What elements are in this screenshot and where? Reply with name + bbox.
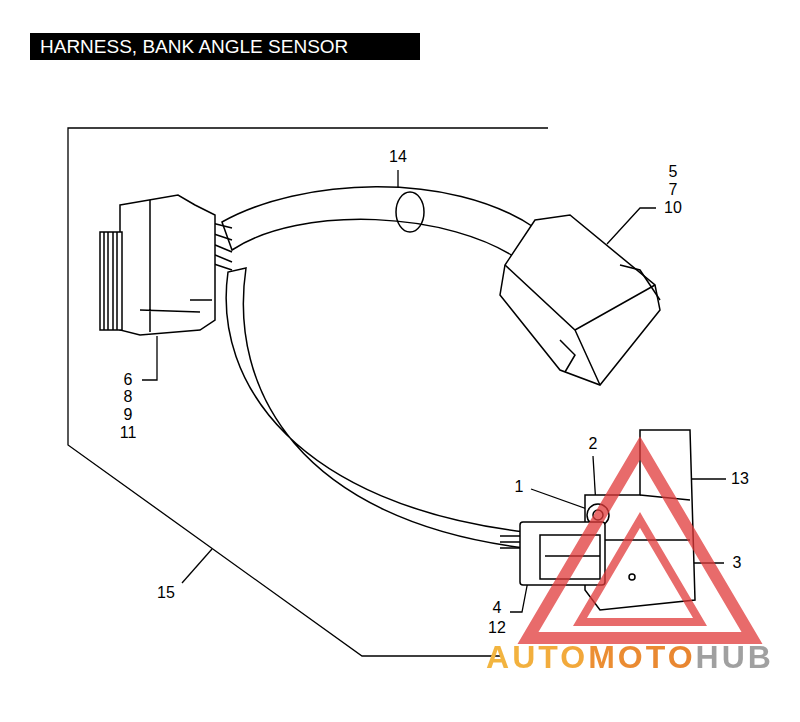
leader-line: [182, 549, 212, 583]
connector-body: [120, 195, 215, 335]
title-band: HARNESS, BANK ANGLE SENSOR: [30, 33, 420, 60]
connector-detail: [505, 265, 660, 385]
connector-detail: [104, 200, 212, 332]
callout-number: 13: [731, 471, 749, 487]
leader-line: [531, 489, 590, 510]
callout-number: 10: [664, 200, 682, 216]
watermark-triangle: [580, 520, 700, 622]
callout-number: 3: [733, 555, 742, 571]
callout-number: 14: [389, 149, 407, 165]
watermark: AUTOMOTOHUB: [486, 641, 774, 673]
callout-number: 6: [124, 372, 133, 388]
callout-number: 9: [124, 407, 133, 423]
leader-line: [142, 336, 157, 380]
callout-number: 7: [669, 182, 678, 198]
callout-number: 2: [589, 436, 598, 452]
watermark-triangle: [528, 448, 752, 638]
rivet: [629, 574, 635, 580]
tape-wrap: [396, 192, 424, 232]
group-bracket: [68, 128, 548, 656]
callout-number: 8: [124, 389, 133, 405]
harness-wire: [222, 187, 535, 262]
harness-cable: [226, 268, 525, 548]
callout-number: 12: [488, 620, 506, 636]
leader-line: [607, 208, 656, 244]
callout-number: 4: [493, 600, 502, 616]
callout-number: 5: [669, 164, 678, 180]
callout-number: 15: [157, 585, 175, 601]
title: HARNESS, BANK ANGLE SENSOR: [40, 37, 348, 56]
connector-body: [500, 215, 660, 385]
callout-number: 11: [120, 425, 137, 441]
callout-number: 1: [515, 479, 524, 495]
